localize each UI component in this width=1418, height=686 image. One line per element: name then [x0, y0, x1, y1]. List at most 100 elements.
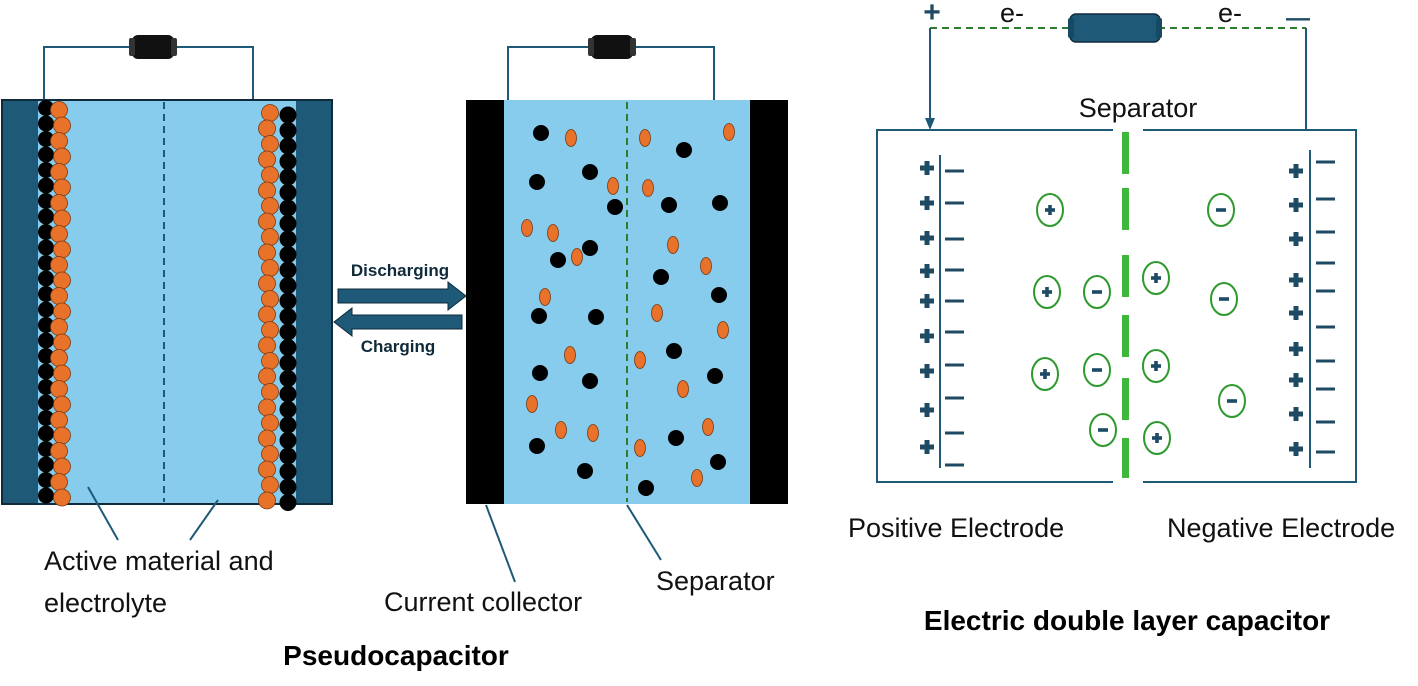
label-active-line1: Active material and: [44, 546, 274, 576]
black-particle: [279, 494, 297, 511]
black-particle: [38, 208, 54, 225]
anion-sign: [1216, 208, 1226, 212]
edlc: + — e- e- Separator Positive Ele: [848, 0, 1395, 636]
minus-sign: [945, 237, 964, 241]
minus-sign: [945, 299, 964, 303]
black-particle: [279, 416, 297, 434]
orange-particle: [50, 194, 68, 212]
plus-sign: [924, 161, 930, 175]
black-particle: [279, 106, 297, 124]
orange-particle: [539, 288, 551, 306]
anion-sign: [1092, 368, 1102, 372]
black-particle: [38, 456, 54, 473]
orange-particle: [642, 179, 654, 197]
orange-particle: [53, 302, 71, 321]
orange-particle: [547, 224, 559, 242]
black-particle: [550, 252, 566, 268]
black-particle: [38, 379, 54, 395]
minus-sign: [1316, 325, 1335, 329]
orange-particle: [261, 476, 279, 494]
orange-particle: [571, 248, 583, 266]
label-pseudo-separator: Separator: [656, 566, 775, 596]
black-particle: [607, 199, 623, 215]
black-particle: [577, 463, 593, 479]
pseudo-title: Pseudocapacitor: [283, 640, 509, 671]
orange-particle: [261, 166, 279, 184]
label-active-line2: electrolyte: [44, 588, 167, 618]
black-particle: [279, 385, 297, 403]
orange-particle: [564, 346, 576, 364]
black-particle: [38, 348, 54, 364]
plus-sign: [1293, 164, 1299, 178]
black-particle: [38, 332, 54, 349]
black-particle: [38, 394, 54, 411]
edlc-title: Electric double layer capacitor: [924, 605, 1330, 636]
orange-particle: [53, 271, 71, 290]
cation-sign: [1048, 205, 1052, 215]
orange-particle: [50, 411, 68, 429]
black-particle: [531, 308, 547, 324]
edlc-separator: [1122, 132, 1129, 478]
arrow-charging: [333, 306, 463, 338]
orange-particle: [50, 101, 68, 119]
minus-sign: [1316, 420, 1335, 424]
black-particle: [279, 153, 297, 170]
black-particle: [38, 146, 54, 163]
black-particle: [710, 454, 726, 470]
edlc-separator-label: Separator: [1079, 93, 1198, 123]
orange-particle: [258, 274, 276, 293]
orange-particle: [258, 491, 276, 510]
orange-particle: [261, 352, 279, 370]
black-particle: [38, 115, 54, 132]
orange-particle: [50, 225, 68, 243]
orange-particle: [53, 333, 71, 352]
plus-sign: [1293, 342, 1299, 356]
label-current-collector: Current collector: [384, 587, 582, 617]
orange-particle: [587, 424, 599, 442]
orange-particle: [261, 321, 279, 339]
orange-particle: [50, 473, 68, 491]
arrow-discharging-label: Discharging: [351, 261, 449, 280]
black-particle: [582, 240, 598, 256]
pseudo-right-resistor: [588, 35, 636, 59]
black-particle: [38, 239, 54, 256]
black-particle: [279, 246, 297, 263]
pseudo-cell-right: [466, 35, 788, 504]
black-particle: [279, 215, 297, 232]
black-particle: [279, 323, 297, 341]
black-particle: [666, 343, 682, 359]
orange-particle: [50, 287, 68, 305]
black-particle: [279, 277, 297, 294]
orange-particle: [261, 228, 279, 246]
black-particle: [279, 478, 297, 496]
black-particle: [279, 339, 297, 356]
pseudo-right-collector-right: [750, 100, 788, 504]
anion-sign: [1092, 290, 1102, 294]
orange-particle: [258, 398, 276, 417]
cation-sign: [1154, 361, 1158, 371]
edlc-positive-label: Positive Electrode: [848, 513, 1064, 543]
plus-sign: [1293, 273, 1299, 287]
black-particle: [279, 230, 297, 248]
orange-particle: [258, 367, 276, 386]
black-particle: [582, 373, 598, 389]
orange-particle: [261, 197, 279, 215]
orange-particle: [258, 429, 276, 448]
orange-particle: [50, 318, 68, 336]
black-particle: [38, 224, 54, 240]
edlc-box-left: [876, 129, 1113, 483]
black-particle: [38, 301, 54, 318]
plus-sign: [1293, 373, 1299, 387]
black-particle: [279, 199, 297, 217]
black-particle: [38, 193, 54, 209]
black-particle: [279, 184, 297, 201]
cation-sign: [1045, 287, 1049, 297]
black-particle: [712, 195, 728, 211]
black-particle: [38, 177, 54, 194]
plus-sign: [1293, 306, 1299, 320]
black-particle: [38, 255, 54, 271]
orange-particle: [53, 178, 71, 197]
black-particle: [529, 438, 545, 454]
edlc-electron-right: e-: [1218, 0, 1242, 28]
